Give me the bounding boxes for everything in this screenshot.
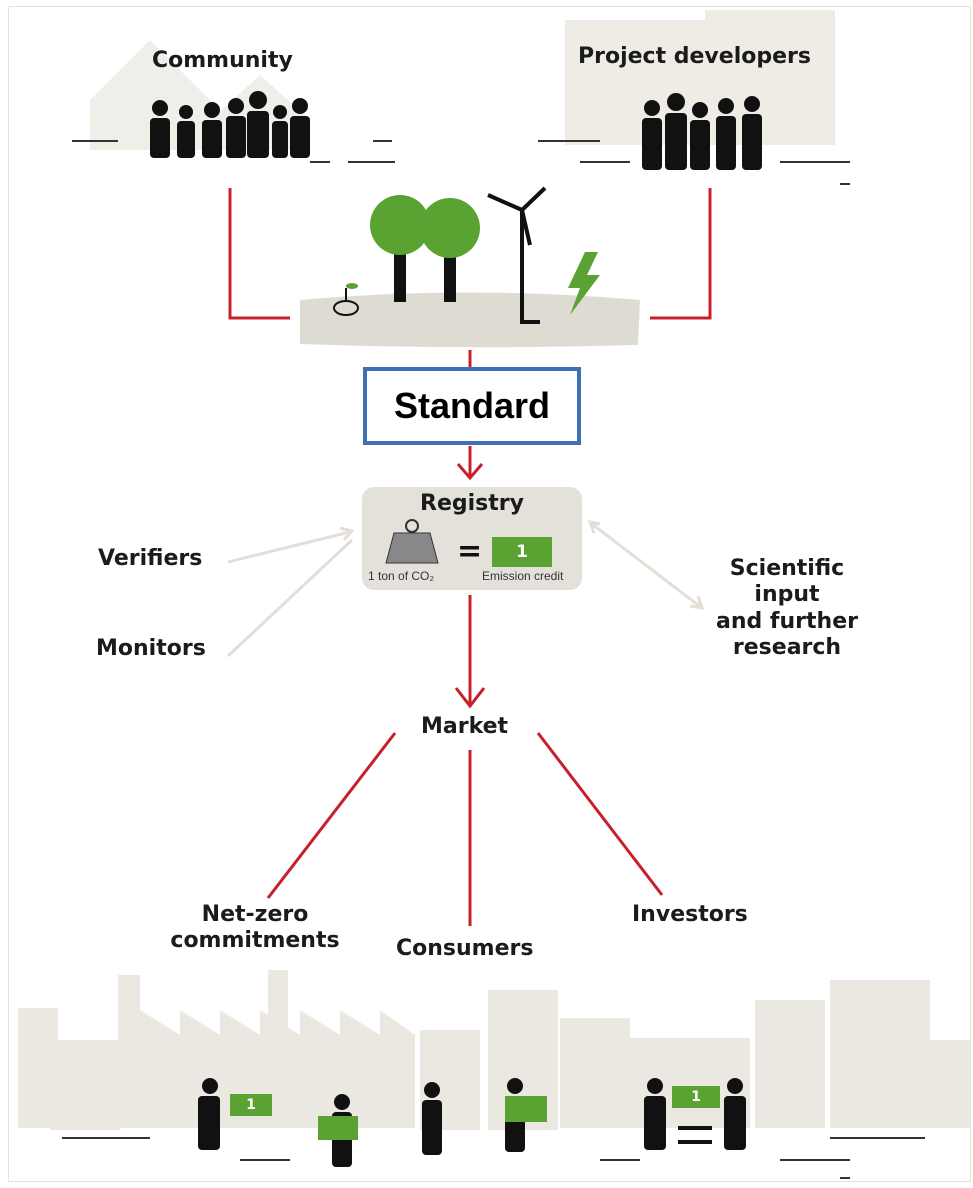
project-landscape bbox=[300, 186, 640, 348]
scientific-line-3: and further bbox=[716, 608, 858, 634]
credit-ticket-number: 1 bbox=[691, 1089, 701, 1105]
equals-sign: = bbox=[457, 534, 483, 569]
net-zero-line-2: commitments bbox=[170, 928, 340, 954]
co2-weight-icon bbox=[385, 519, 439, 564]
wind-turbine-icon bbox=[487, 186, 547, 324]
gray-arrows bbox=[226, 520, 705, 658]
monitors-label: Monitors bbox=[96, 636, 206, 661]
diagram-frame bbox=[8, 6, 971, 1182]
investors-label: Investors bbox=[632, 902, 748, 927]
standard-box: Standard bbox=[363, 367, 581, 445]
city-skyline bbox=[18, 970, 970, 1130]
credit-number: 1 bbox=[516, 542, 528, 562]
consumers-label: Consumers bbox=[396, 936, 534, 961]
investor-person-icon bbox=[198, 1078, 220, 1150]
credit-ticket-icon: 1 bbox=[672, 1086, 720, 1108]
developers-people-icon bbox=[642, 93, 762, 170]
co2-caption: 1 ton of CO₂ bbox=[368, 569, 435, 583]
tree-icon bbox=[370, 195, 430, 302]
scientific-line-1: Scientific bbox=[729, 556, 845, 581]
net-zero-line-1: Net-zero bbox=[201, 902, 309, 927]
registry-title: Registry bbox=[420, 491, 524, 516]
ground-dashes bbox=[62, 140, 925, 1179]
standard-label: Standard bbox=[393, 385, 551, 426]
held-credit-icon bbox=[318, 1096, 547, 1140]
credit-ticket-number: 1 bbox=[246, 1097, 256, 1113]
market-label: Market bbox=[421, 714, 509, 739]
seedling-icon bbox=[333, 283, 359, 316]
scientific-input-label: Scientific input and further research bbox=[712, 556, 862, 662]
scientific-line-2: input bbox=[754, 582, 820, 608]
tree-icon bbox=[420, 198, 480, 302]
trading-people-icon bbox=[644, 1078, 746, 1150]
verifiers-label: Verifiers bbox=[98, 546, 203, 571]
credit-caption: Emission credit bbox=[482, 569, 564, 583]
net-zero-commitments-label: Net-zero commitments bbox=[160, 902, 350, 955]
emission-credit-ticket-icon: 1 bbox=[492, 537, 552, 567]
credit-ticket-icon: 1 bbox=[230, 1094, 272, 1116]
community-label: Community bbox=[152, 48, 293, 73]
project-developers-label: Project developers bbox=[578, 44, 811, 69]
scientific-line-4: research bbox=[732, 635, 842, 661]
lightning-icon bbox=[568, 252, 600, 315]
community-people-icon bbox=[150, 91, 310, 158]
connector-lines bbox=[228, 188, 712, 926]
registry-box: Registry 1 ton of CO₂ = 1 Emission credi… bbox=[362, 487, 582, 590]
